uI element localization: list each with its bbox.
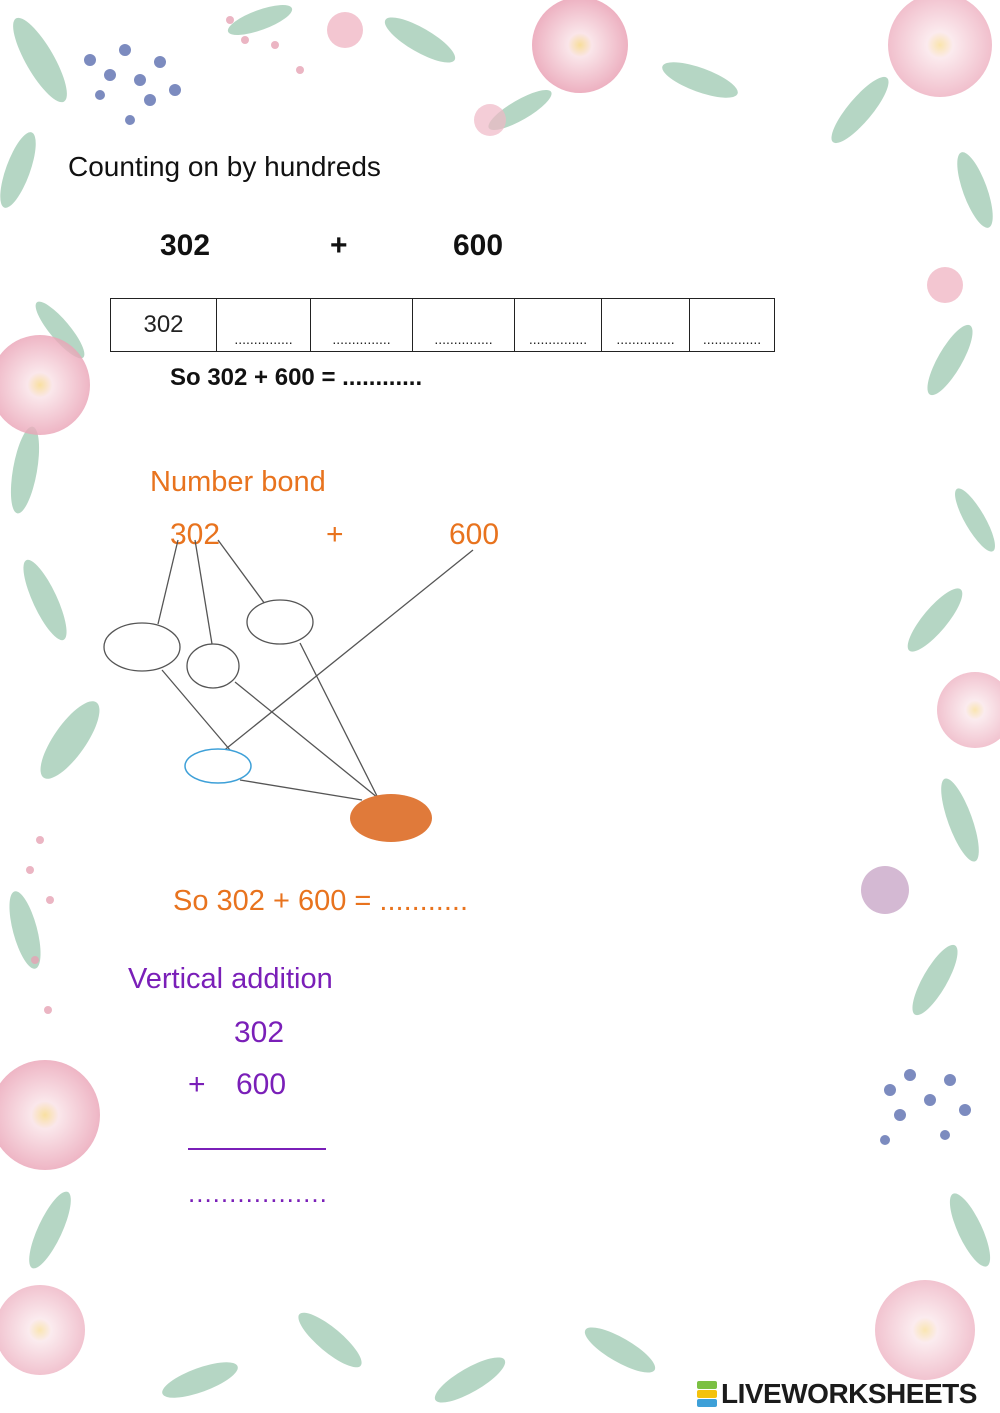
- counting-result[interactable]: So 302 + 600 = ............: [170, 364, 423, 391]
- number-bond-title: Number bond: [150, 466, 326, 498]
- bond-circle-tens-a[interactable]: [186, 643, 240, 689]
- counting-cell-blank[interactable]: ...............: [413, 299, 515, 351]
- liveworksheets-logo: LIVEWORKSHEETS: [697, 1378, 977, 1410]
- bond-line: [157, 539, 179, 625]
- counting-table: 302 ............... ............... ....…: [110, 298, 775, 352]
- bond-circle-ones-a[interactable]: [246, 599, 314, 645]
- addend-a: 302: [160, 229, 211, 262]
- number-bond-result[interactable]: So 302 + 600 = ...........: [173, 885, 469, 917]
- bond-circle-hundreds-sum[interactable]: [184, 748, 252, 784]
- vertical-bottom-number: 600: [236, 1068, 287, 1101]
- bond-line: [234, 681, 379, 799]
- bond-line: [194, 539, 213, 645]
- counting-cell-start: 302: [111, 299, 217, 351]
- number-bond-addend-a: 302: [170, 518, 221, 551]
- counting-cell-blank[interactable]: ...............: [311, 299, 413, 351]
- vertical-answer-blank[interactable]: .................: [188, 1178, 328, 1208]
- bond-line: [217, 539, 266, 605]
- bond-line: [221, 549, 474, 753]
- number-bond-plus: +: [326, 518, 344, 551]
- addend-b: 600: [453, 229, 504, 262]
- vertical-addition-title: Vertical addition: [128, 963, 333, 995]
- bond-line: [299, 642, 379, 799]
- logo-text: LIVEWORKSHEETS: [721, 1378, 977, 1409]
- counting-cell-blank[interactable]: ...............: [702, 331, 762, 347]
- counting-cell-blank[interactable]: ...............: [515, 299, 602, 351]
- bond-line: [239, 779, 363, 801]
- plus-sign: +: [330, 229, 348, 262]
- bond-line: [161, 669, 231, 751]
- bond-circle-total[interactable]: [350, 794, 432, 842]
- counting-cell-blank[interactable]: ...............: [602, 299, 690, 351]
- bond-circle-hundreds-a[interactable]: [103, 622, 181, 672]
- vertical-plus-sign: +: [188, 1068, 206, 1101]
- logo-icon: [697, 1381, 717, 1407]
- counting-cell-blank[interactable]: ...............: [217, 299, 311, 351]
- worksheet-title: Counting on by hundreds: [68, 151, 381, 182]
- vertical-sum-line: [188, 1148, 326, 1150]
- vertical-top-number: 302: [234, 1016, 285, 1049]
- number-bond-addend-b: 600: [449, 518, 500, 551]
